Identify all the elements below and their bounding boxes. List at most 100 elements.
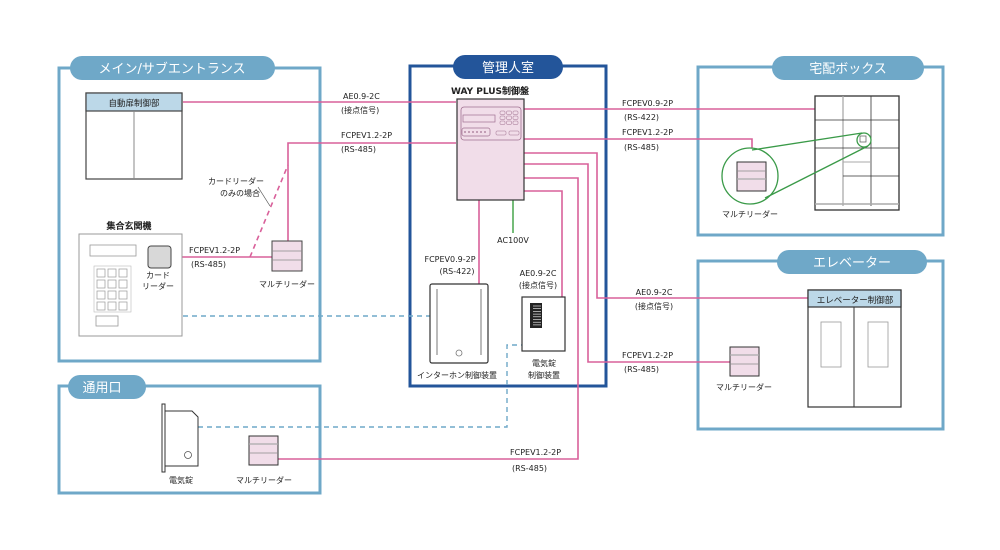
intercom-controller xyxy=(429,283,489,364)
zone-service-entrance-title: 通用口 xyxy=(82,381,121,396)
multi-reader-main-body xyxy=(271,240,303,272)
elevator-controller-label: エレベーター制御部 xyxy=(817,295,894,306)
multi-reader-service-label: マルチリーダー xyxy=(236,475,292,485)
panel-led xyxy=(484,131,486,133)
zone-control-room-title: 管理人室 xyxy=(482,60,534,76)
cable-lock-ae xyxy=(524,190,563,297)
wayplus-panel-led-strip xyxy=(461,127,491,137)
keypad-key xyxy=(118,279,128,289)
cable-elev-ae-signal: (接点信号) xyxy=(635,301,673,311)
cable-lock-to-controller-dashed xyxy=(198,344,522,428)
cable-elev-fcpev12 xyxy=(524,163,730,363)
panel-led xyxy=(468,131,470,133)
cable-entrance-type: FCPEV1.2-2P xyxy=(189,246,240,255)
card-reader-only-note-line2: のみの場合 xyxy=(220,188,260,198)
cable-box-fcpev12-signal: (RS-485) xyxy=(624,143,659,152)
intercom-panel-slot xyxy=(95,315,119,327)
wayplus-panel-face xyxy=(460,106,522,141)
panel-key xyxy=(512,120,519,125)
cable-box-fcpev09-signal: (RS-422) xyxy=(624,113,659,122)
multi-reader-main xyxy=(271,240,303,272)
zone-control-room: 管理人室 xyxy=(408,55,608,388)
electric-lock-body xyxy=(164,410,199,467)
cable-box-fcpev12 xyxy=(524,138,753,148)
cables-dashed-blue xyxy=(183,315,522,428)
cable-elev-ae-type: AE0.9-2C xyxy=(636,288,673,297)
cable-service-fcpev12 xyxy=(278,177,579,460)
cable-main-ae-type: AE0.9-2C xyxy=(343,92,380,101)
zone-delivery-box: 宅配ボックス xyxy=(696,56,945,237)
multi-reader-service xyxy=(248,435,279,466)
electric-lock-controller-label-line2: 制御装置 xyxy=(528,370,560,380)
cable-main-fcpev12 xyxy=(287,142,456,242)
panel-key xyxy=(508,130,520,136)
intercom-panel-title: 集合玄関機 xyxy=(105,220,151,232)
elevator-door-window-left xyxy=(820,321,842,368)
panel-led xyxy=(480,131,482,133)
keypad-key xyxy=(96,290,106,300)
zone-elevator: エレベーター xyxy=(696,250,945,431)
electric-lock xyxy=(161,403,199,473)
zone-service-entrance-frame xyxy=(57,384,322,495)
cable-box-fcpev09-type: FCPEV0.9-2P xyxy=(622,99,673,108)
card-reader-label-line2: リーダー xyxy=(142,281,174,291)
note-pointer-line xyxy=(257,186,271,207)
zoom-callout-line xyxy=(764,145,869,199)
cable-service-type: FCPEV1.2-2P xyxy=(510,448,561,457)
auto-door-controller-label: 自動扉制御部 xyxy=(108,98,160,109)
zone-main-entrance-title: メイン/サブエントランス xyxy=(98,61,245,77)
keypad-key xyxy=(118,301,128,311)
panel-key xyxy=(499,110,506,115)
cable-entrance-signal: (RS-485) xyxy=(191,260,226,269)
wayplus-control-panel xyxy=(456,98,525,201)
multi-reader-box xyxy=(736,161,767,192)
zoom-callout-small-circle xyxy=(856,132,872,148)
zoom-callout xyxy=(721,132,872,205)
cable-box-fcpev12-type: FCPEV1.2-2P xyxy=(622,128,673,137)
cables-pink xyxy=(171,101,815,460)
cable-main-ae-signal: (接点信号) xyxy=(341,105,379,115)
keypad-key xyxy=(118,290,128,300)
zone-delivery-box-title-pill xyxy=(772,56,924,80)
panel-led xyxy=(464,131,466,133)
zone-elevator-title: エレベーター xyxy=(813,256,891,271)
card-reader-only-note-line1: カードリーダー xyxy=(208,176,264,186)
elevator-door-window-right xyxy=(867,321,889,368)
zone-main-entrance-title-pill xyxy=(70,56,275,80)
keypad-key xyxy=(107,279,117,289)
delivery-locker-body xyxy=(814,95,900,211)
terminal-lines xyxy=(533,305,541,326)
zone-service-entrance-title-pill xyxy=(68,375,146,399)
cable-main-fcpev12-signal: (RS-485) xyxy=(341,145,376,154)
panel-key xyxy=(512,110,519,115)
zoom-callout-large-circle xyxy=(721,147,779,205)
multi-reader-main-label: マルチリーダー xyxy=(259,279,315,289)
panel-key xyxy=(506,120,512,125)
cable-card-reader-only-dashed xyxy=(249,164,289,258)
zone-elevator-title-pill xyxy=(777,250,927,274)
ac-power-label: AC100V xyxy=(497,236,529,245)
electric-lock-keyhole xyxy=(184,451,192,459)
intercom-controller-label: インターホン制御装置 xyxy=(417,370,497,380)
intercom-panel-display xyxy=(89,244,137,257)
panel-led xyxy=(476,131,478,133)
keypad-key xyxy=(107,301,117,311)
auto-door-controller: 自動扉制御部 xyxy=(85,92,183,180)
panel-key xyxy=(506,110,512,115)
panel-key xyxy=(512,115,519,120)
zone-main-entrance: メイン/サブエントランス xyxy=(57,56,322,363)
panel-led xyxy=(472,131,474,133)
multi-reader-service-body xyxy=(248,435,279,466)
cable-lock-ae-signal: (接点信号) xyxy=(519,280,557,290)
electric-lock-controller-terminal xyxy=(530,303,542,328)
multi-reader-elevator-label: マルチリーダー xyxy=(716,382,772,392)
electric-lock-controller-label-line1: 電気錠 xyxy=(532,358,556,368)
wayplus-panel-keys xyxy=(464,110,520,136)
electric-lock-label: 電気錠 xyxy=(169,475,193,485)
elevator-controller: エレベーター制御部 xyxy=(807,289,902,408)
cable-intercom-signal: (RS-422) xyxy=(439,267,474,276)
intercom-controller-body xyxy=(429,283,489,364)
card-reader-label-line1: カード xyxy=(146,271,170,280)
intercom-keypad xyxy=(93,265,132,313)
